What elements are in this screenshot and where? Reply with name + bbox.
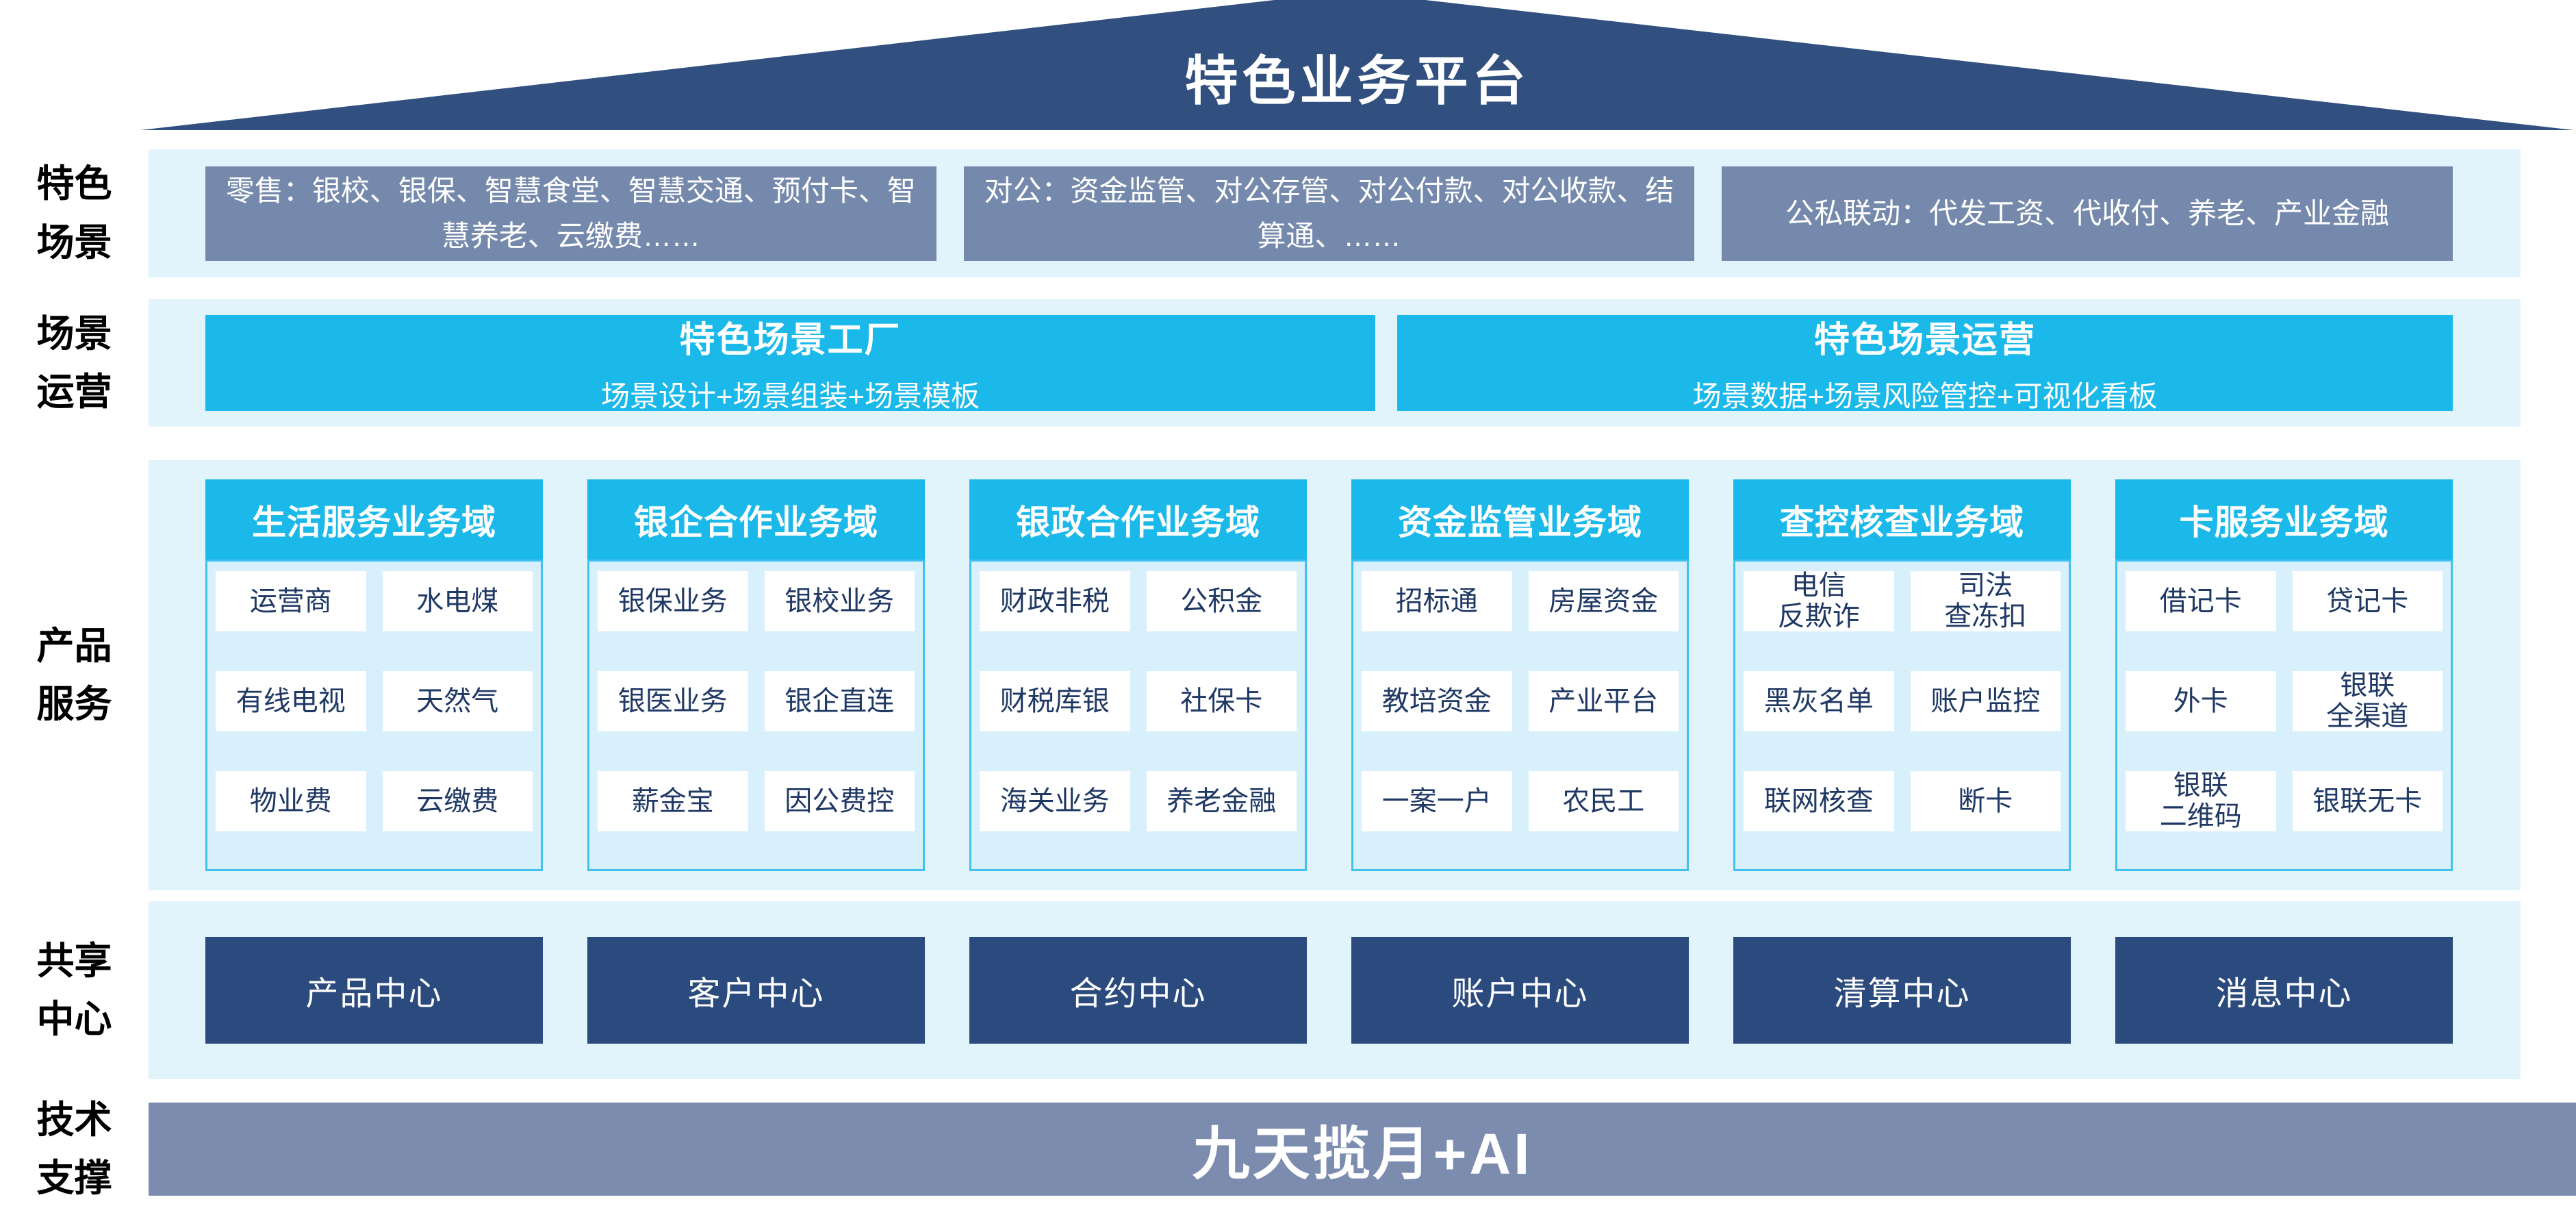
row-label-tech: 技术 支撑 (36, 1098, 112, 1199)
center-box-account: 账户中心 (1351, 937, 1689, 1044)
centers-band: 产品中心 客户中心 合约中心 账户中心 清算中心 消息中心 (149, 901, 2521, 1079)
product-column-panel: 运营商 水电煤 有线电视 天然气 物业费 云缴费 (205, 560, 543, 871)
tech-support-bar: 九天揽月+AI (149, 1103, 2576, 1196)
product-cell: 银联无卡 (2292, 771, 2443, 831)
product-column-panel: 财政非税 公积金 财税库银 社保卡 海关业务 养老金融 (969, 560, 1307, 871)
scene-box-retail: 零售：银校、银保、智慧食堂、智慧交通、预付卡、智慧养老、云缴费…… (205, 166, 936, 261)
center-box-message: 消息中心 (2115, 937, 2453, 1044)
product-cell: 银联 二维码 (2126, 770, 2276, 831)
product-column-title: 生活服务业务域 (205, 479, 543, 560)
product-cell: 社保卡 (1146, 671, 1297, 731)
product-cell: 海关业务 (980, 771, 1130, 831)
product-column-title: 银政合作业务域 (969, 479, 1307, 560)
center-box-customer: 客户中心 (587, 937, 925, 1044)
product-cell: 银企直连 (764, 671, 915, 731)
product-cell: 房屋资金 (1528, 571, 1679, 631)
product-column-panel: 招标通 房屋资金 教培资金 产业平台 一案一户 农民工 (1351, 560, 1689, 871)
platform-title: 特色业务平台 (1184, 51, 1530, 111)
product-cell: 借记卡 (2126, 571, 2276, 631)
ops-box-subtitle: 场景数据+场景风险管控+可视化看板 (1692, 380, 2158, 412)
row-label-scenes: 特色 场景 (36, 162, 112, 264)
scenes-band: 零售：银校、银保、智慧食堂、智慧交通、预付卡、智慧养老、云缴费…… 对公：资金监… (149, 149, 2521, 277)
product-cell: 一案一户 (1362, 771, 1512, 831)
product-cell: 有线电视 (216, 671, 366, 731)
product-column-bank-government: 银政合作业务域 财政非税 公积金 财税库银 社保卡 海关业务 养老金融 (969, 479, 1307, 871)
product-column-card-services: 卡服务业务域 借记卡 贷记卡 外卡 银联 全渠道 银联 二维码 银联无卡 (2115, 479, 2453, 871)
product-cell: 断卡 (1910, 771, 2061, 831)
product-cell: 招标通 (1362, 571, 1512, 631)
product-column-title: 银企合作业务域 (587, 479, 925, 560)
product-cell: 养老金融 (1146, 771, 1297, 831)
product-cell: 黑灰名单 (1744, 671, 1894, 731)
product-cell: 银联 全渠道 (2292, 670, 2443, 731)
product-cell: 公积金 (1146, 571, 1297, 631)
product-cell: 运营商 (216, 571, 366, 631)
product-cell: 教培资金 (1362, 671, 1512, 731)
product-column-panel: 电信 反欺诈 司法 查冻扣 黑灰名单 账户监控 联网核查 断卡 (1733, 560, 2071, 871)
product-column-title: 资金监管业务域 (1351, 479, 1689, 560)
product-column-inquiry-control: 查控核查业务域 电信 反欺诈 司法 查冻扣 黑灰名单 账户监控 联网核查 断卡 (1733, 479, 2071, 871)
product-cell: 产业平台 (1528, 671, 1679, 731)
product-cell: 银医业务 (598, 671, 748, 731)
product-cell: 农民工 (1528, 771, 1679, 831)
ops-box-subtitle: 场景设计+场景组装+场景模板 (600, 380, 980, 412)
product-column-fund-supervision: 资金监管业务域 招标通 房屋资金 教培资金 产业平台 一案一户 农民工 (1351, 479, 1689, 871)
row-label-products: 产品 服务 (36, 624, 112, 725)
product-column-panel: 借记卡 贷记卡 外卡 银联 全渠道 银联 二维码 银联无卡 (2115, 560, 2453, 871)
product-cell: 贷记卡 (2292, 571, 2443, 631)
product-column-title: 卡服务业务域 (2115, 479, 2453, 560)
operations-band: 特色场景工厂 场景设计+场景组装+场景模板 特色场景运营 场景数据+场景风险管控… (149, 299, 2521, 427)
product-cell: 因公费控 (764, 771, 915, 831)
scene-box-public-private: 公私联动：代发工资、代收付、养老、产业金融 (1722, 166, 2453, 261)
product-column-title: 查控核查业务域 (1733, 479, 2071, 560)
product-column-life-services: 生活服务业务域 运营商 水电煤 有线电视 天然气 物业费 云缴费 (205, 479, 543, 871)
product-cell: 财税库银 (980, 671, 1130, 731)
center-box-clearing: 清算中心 (1733, 937, 2071, 1044)
product-column-panel: 银保业务 银校业务 银医业务 银企直连 薪金宝 因公费控 (587, 560, 925, 871)
product-cell: 电信 反欺诈 (1744, 570, 1894, 631)
product-cell: 联网核查 (1744, 771, 1894, 831)
center-box-product: 产品中心 (205, 937, 543, 1044)
product-cell: 水电煤 (382, 571, 533, 631)
product-cell: 云缴费 (382, 771, 533, 831)
product-cell: 天然气 (382, 671, 533, 731)
product-cell: 银校业务 (764, 571, 915, 631)
products-band: 生活服务业务域 运营商 水电煤 有线电视 天然气 物业费 云缴费 银企合作业务域 (149, 460, 2521, 890)
ops-box-title: 特色场景工厂 (679, 320, 902, 360)
center-box-contract: 合约中心 (969, 937, 1307, 1044)
product-cell: 薪金宝 (598, 771, 748, 831)
scene-box-corporate: 对公：资金监管、对公存管、对公付款、对公收款、结算通、…… (963, 166, 1695, 261)
product-cell: 物业费 (216, 771, 366, 831)
ops-box-title: 特色场景运营 (1813, 320, 2036, 360)
product-cell: 财政非税 (980, 571, 1130, 631)
platform-roof: 特色业务平台 (140, 0, 2574, 130)
row-label-operations: 场景 运营 (36, 312, 112, 413)
product-cell: 账户监控 (1910, 671, 2061, 731)
product-cell: 外卡 (2126, 671, 2276, 731)
product-column-bank-enterprise: 银企合作业务域 银保业务 银校业务 银医业务 银企直连 薪金宝 因公费控 (587, 479, 925, 871)
row-label-centers: 共享 中心 (36, 939, 112, 1040)
product-cell: 司法 查冻扣 (1910, 570, 2061, 631)
product-cell: 银保业务 (598, 571, 748, 631)
ops-box-scene-factory: 特色场景工厂 场景设计+场景组装+场景模板 (205, 315, 1375, 412)
ops-box-scene-operation: 特色场景运营 场景数据+场景风险管控+可视化看板 (1397, 315, 2453, 412)
